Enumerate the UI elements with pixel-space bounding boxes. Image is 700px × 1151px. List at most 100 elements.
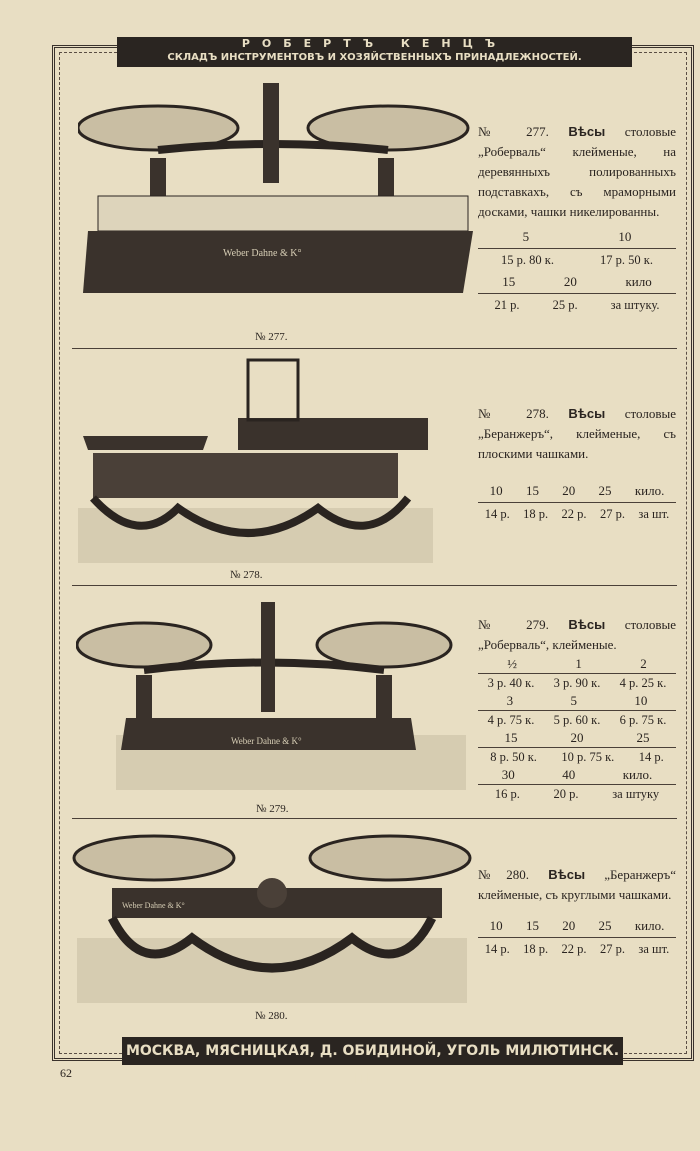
price-cell: 27 р. [599,942,625,956]
header-banner: РОБЕРТЪ КЕНЦЪ СКЛАДЪ ИНСТРУМЕНТОВЪ И ХОЗ… [117,37,632,67]
price-cell: 3 р. 90 к. [553,676,601,690]
item-278-text-column: № 278. Вѣсы столовые „Беранжеръ“, клейме… [478,404,676,525]
divider [72,348,677,349]
price-row: 21 р. 25 р. за штуку. [478,294,676,316]
price-cell: 4 р. 75 к. [487,713,535,727]
price-cell: 21 р. [494,298,520,312]
item-279-text-column: № 279. Вѣсы столовые „Роберваль“, клейме… [478,615,676,803]
price-cell: 20 [562,483,576,498]
price-cell: 2 [640,656,647,671]
description-277: № 277. Вѣсы столовые „Роберваль“ клеймен… [478,122,676,222]
price-cell: 22 р. [561,942,587,956]
price-row: 4 р. 75 к.5 р. 60 к.6 р. 75 к. [478,711,676,729]
price-cell: 20 [562,918,576,933]
item-number: № 277. [478,124,549,139]
price-cell: 14 р. [484,507,510,521]
scale-277-illustration: Weber Dahne & K° [78,83,473,293]
price-cell: 25 [636,730,650,745]
price-cell: 10 [489,483,503,498]
price-cell: за штуку [612,787,660,801]
price-cell: 30 [501,767,515,782]
weight-row: 10 15 20 25 кило. [478,915,676,938]
description-280: №280. Вѣсы „Беранжеръ“ клейменые, съ кру… [478,865,676,905]
weight-row: 5 10 [478,226,676,249]
item-text: столовые „Роберваль“ клейменые, на дерев… [478,124,677,219]
caption-277: № 277. [255,331,288,343]
price-cell: 15 р. 80 к. [501,253,554,267]
caption-278: № 278. [230,569,263,581]
price-cell: кило. [622,767,653,782]
price-cell: ½ [507,656,517,671]
item-280-text-column: №280. Вѣсы „Беранжеръ“ клейменые, съ кру… [478,865,676,960]
price-cell: 5 [522,229,530,244]
divider [72,585,677,586]
description-278: № 278. Вѣсы столовые „Беранжеръ“, клейме… [478,404,676,464]
scale-278-illustration [78,358,433,563]
caption-279: № 279. [256,803,289,815]
brand-plate: Weber Dahne & K° [231,736,302,746]
price-cell: 16 р. [494,787,520,801]
price-cell: 20 р. [553,787,579,801]
price-cell: за шт. [638,507,670,521]
price-cell: 8 р. 50 к. [490,750,537,764]
price-cell: 20 [563,274,577,289]
item-text: столовые „Роберваль“, клейменые. [478,617,677,652]
price-cell: 10 р. 75 к. [561,750,615,764]
price-cell: кило. [634,918,665,933]
price-cell: 5 [570,693,577,708]
item-title: Вѣсы [548,867,586,882]
price-cell: 25 р. [552,298,578,312]
weight-row: 15 20 25 [478,729,676,748]
price-cell: 6 р. 75 к. [619,713,667,727]
item-title: Вѣсы [568,124,606,139]
item-text: столовые „Беранжеръ“, клейменые, съ плос… [478,406,677,461]
divider [72,818,677,819]
price-row: 15 р. 80 к. 17 р. 50 к. [478,249,676,271]
item-title: Вѣсы [568,406,606,421]
price-cell: 15 [525,918,539,933]
weight-row: 30 40 кило. [478,766,676,785]
weight-row: ½ 1 2 [478,655,676,674]
company-name: РОБЕРТЪ КЕНЦЪ [241,37,508,50]
price-cell: 10 [618,229,632,244]
brand-plate: Weber Dahne & K° [122,901,185,910]
price-cell: 15 [525,483,539,498]
price-cell: 14 р. [484,942,510,956]
price-cell: 20 [570,730,584,745]
price-cell: 25 [598,483,612,498]
price-cell: 15 [504,730,518,745]
price-cell: 40 [562,767,576,782]
price-cell: за шт. [638,942,670,956]
scale-280-illustration: Weber Dahne & K° [72,834,472,1003]
price-cell: 25 [598,918,612,933]
company-subtitle: СКЛАДЪ ИНСТРУМЕНТОВЪ И ХОЗЯЙСТВЕННЫХЪ ПР… [167,52,582,63]
item-number: №280. [478,867,530,882]
price-row: 14 р. 18 р. 22 р. 27 р. за шт. [478,938,676,960]
address-banner: МОСКВА, МЯСНИЦКАЯ, Д. ОБИДИНОЙ, УГОЛЬ МИ… [122,1037,623,1087]
price-cell: 27 р. [599,507,625,521]
price-cell: 3 р. 40 к. [487,676,535,690]
price-row: 3 р. 40 к. 3 р. 90 к. 4 р. 25 к. [478,674,676,692]
price-cell: 4 р. 25 к. [619,676,667,690]
price-cell: 1 [575,656,582,671]
price-cell: 18 р. [523,942,549,956]
item-number: № 278. [478,406,549,421]
price-cell: 14 р. [638,750,664,764]
item-title: Вѣсы [568,617,606,632]
description-279: № 279. Вѣсы столовые „Роберваль“, клейме… [478,615,676,655]
price-cell: 18 р. [523,507,549,521]
price-cell: 10 [489,918,503,933]
item-text: „Беранжеръ“ клейменые, съ круглыми чашка… [478,867,676,902]
item-277-text-column: № 277. Вѣсы столовые „Роберваль“ клеймен… [478,122,676,316]
price-cell: 17 р. 50 к. [600,253,653,267]
price-table-280: 10 15 20 25 кило. 14 р. 18 р. 22 р. 27 р. за шт. [478,915,676,960]
price-cell: за штуку. [610,298,660,312]
item-number: № 279. [478,617,549,632]
price-cell: кило [625,274,652,289]
